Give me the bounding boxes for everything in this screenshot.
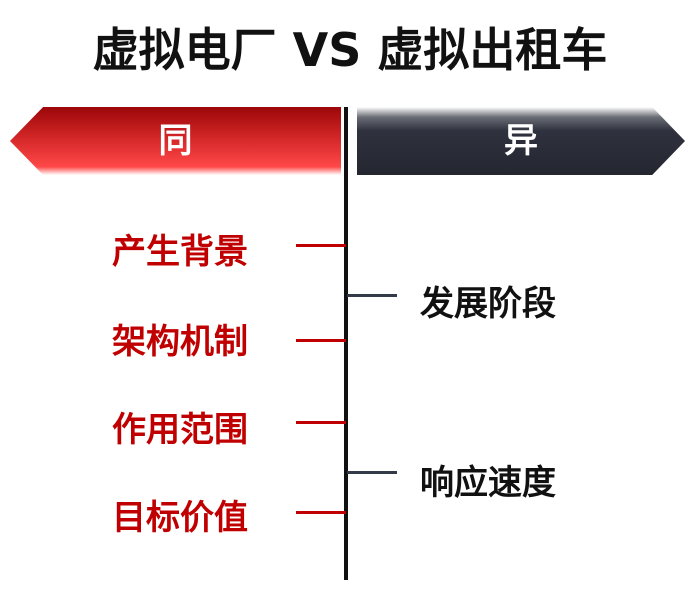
similarities-banner: 同 <box>10 107 341 175</box>
divider-line <box>344 107 348 580</box>
similarity-item: 架构机制 <box>112 322 248 362</box>
difference-item: 发展阶段 <box>420 284 556 324</box>
similarity-item: 产生背景 <box>112 232 248 272</box>
connector-line <box>296 511 346 514</box>
connector-line <box>347 471 397 474</box>
differences-banner: 异 <box>357 107 685 175</box>
connector-line <box>296 339 346 342</box>
similarities-header: 同 <box>158 121 193 161</box>
differences-header: 异 <box>504 121 538 161</box>
page-title: 虚拟电厂 VS 虚拟出租车 <box>92 23 608 77</box>
connector-line <box>296 421 346 424</box>
similarity-item: 目标价值 <box>112 498 248 538</box>
difference-item: 响应速度 <box>420 463 556 503</box>
connector-line <box>347 294 397 297</box>
connector-line <box>296 244 346 247</box>
similarity-item: 作用范围 <box>112 410 248 450</box>
